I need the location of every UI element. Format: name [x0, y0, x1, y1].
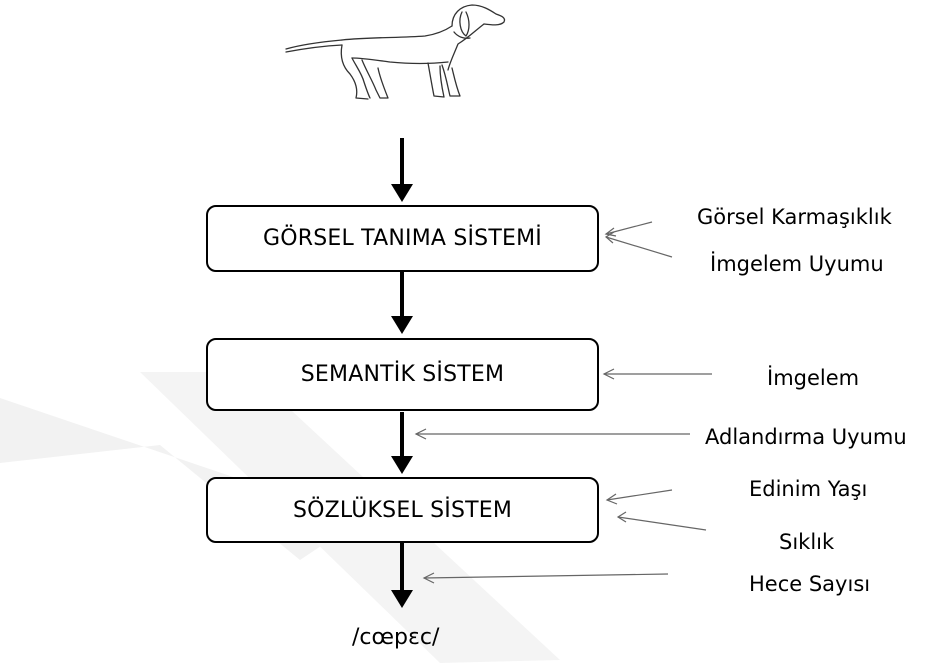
factor-frequency: Sıklık — [779, 530, 835, 554]
main-flow — [391, 138, 413, 608]
arrow-syllable-count — [423, 573, 669, 579]
arrow-frequency — [617, 516, 707, 531]
arrow-head-3 — [391, 456, 413, 474]
factor-name-agreement: Adlandırma Uyumu — [705, 425, 907, 449]
dog-icon — [285, 4, 506, 100]
arrow-head-1 — [391, 184, 413, 202]
semantic-system-box: SEMANTİK SİSTEM — [206, 338, 599, 411]
factor-syllable-count: Hece Sayısı — [749, 572, 871, 596]
semantic-system-label: SEMANTİK SİSTEM — [300, 362, 505, 387]
lexical-system-box: SÖZLÜKSEL SİSTEM — [206, 477, 599, 543]
factor-age-of-acquisition: Edinim Yaşı — [749, 477, 868, 501]
lexical-system-label: SÖZLÜKSEL SİSTEM — [292, 497, 513, 523]
arrow-head-2 — [391, 316, 413, 334]
visual-recognition-label: GÖRSEL TANIMA SİSTEMİ — [263, 226, 542, 251]
factor-imageability: İmgelem — [767, 366, 860, 390]
factor-arrows — [414, 221, 712, 584]
arrow-head-4 — [391, 590, 413, 608]
factor-visual-complexity: Görsel Karmaşıklık — [697, 205, 892, 229]
arrow-age-of-acquisition — [606, 489, 673, 501]
factor-image-agreement: İmgelem Uyumu — [710, 252, 884, 276]
arrow-image-agreement — [605, 236, 673, 258]
visual-recognition-box: GÖRSEL TANIMA SİSTEMİ — [206, 205, 599, 272]
phonological-output: /cœpɛc/ — [352, 625, 440, 650]
